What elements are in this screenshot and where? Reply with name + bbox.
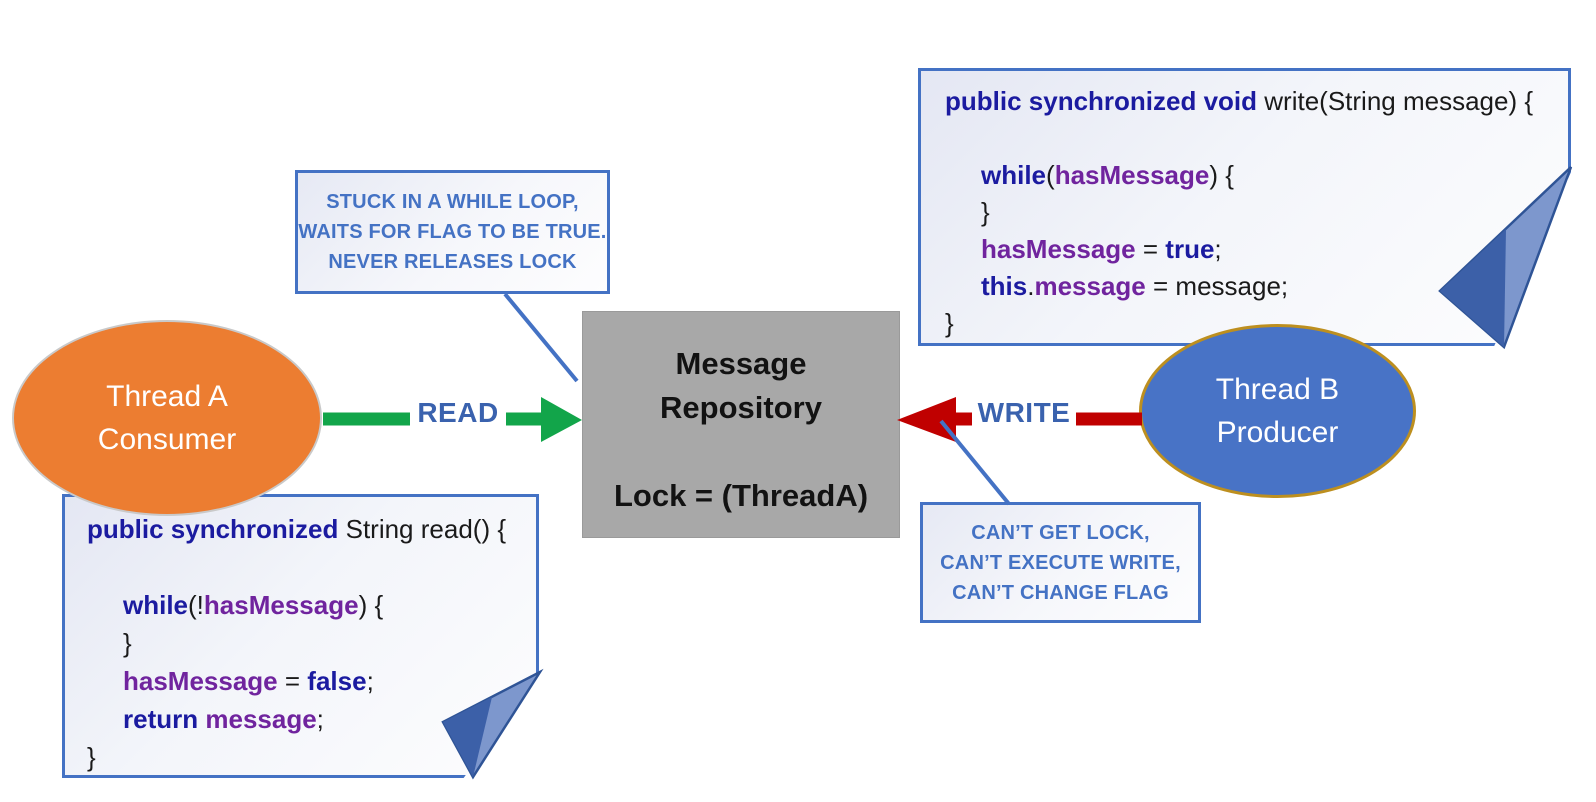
stuck-callout-leader-line [503,292,579,383]
repository-title: Message Repository [583,342,899,430]
code-token: ) { [1209,160,1234,190]
code-token: public synchronized void [945,86,1258,116]
code-token: false [307,666,367,696]
code-line: public synchronized String read() { [87,510,536,548]
thread-b-producer-node: Thread B Producer [1139,324,1416,498]
callout-line: CAN’T GET LOCK, [971,521,1150,544]
code-line: this.message = message; [945,268,1568,305]
code-line: public synchronized void write(String me… [945,83,1568,120]
thread-a-role: Consumer [97,423,237,456]
code-token: ; [316,704,324,734]
code-line: hasMessage = false; [87,662,536,700]
code-line: } [87,738,536,776]
code-token: } [123,628,132,658]
code-token: while [981,160,1047,190]
code-token: . [1027,271,1035,301]
code-line: } [945,305,1568,342]
code-line: while(!hasMessage) { [87,586,536,624]
read-arrow-label: READ [410,394,506,432]
code-token: } [87,742,96,772]
code-token: message [205,704,317,734]
code-token: = message; [1145,271,1289,301]
thread-b-role: Producer [1216,416,1339,449]
code-token: write(String message) { [1257,86,1534,116]
code-line: } [87,624,536,662]
code-token: this [981,271,1028,301]
repository-title-line1: Message [675,346,807,381]
code-token: return [123,704,199,734]
message-repository-box: Message Repository Lock = (ThreadA) [582,311,900,538]
write-arrow-label: WRITE [972,394,1076,432]
callout-line: NEVER RELEASES LOCK [328,251,577,273]
callout-line: WAITS FOR FLAG TO BE TRUE. [298,221,607,243]
cant-get-lock-callout: CAN’T GET LOCK, CAN’T EXECUTE WRITE, CAN… [920,502,1201,623]
code-token: ) { [358,590,384,620]
code-token: ; [366,666,374,696]
code-line: return message; [87,700,536,738]
code-token: (! [188,590,204,620]
code-token: ( [1046,160,1055,190]
code-token: hasMessage [981,234,1136,264]
code-token: String read() { [338,514,507,544]
thread-a-consumer-node: Thread A Consumer [12,320,322,516]
code-token: hasMessage [123,666,278,696]
code-token: } [981,197,990,227]
thread-b-name: Thread B [1215,373,1340,406]
repository-title-line2: Repository [660,390,822,425]
thread-a-name: Thread A [106,380,228,413]
code-token: while [123,590,189,620]
code-line: while(hasMessage) { [945,157,1568,194]
callout-line: STUCK IN A WHILE LOOP, [326,191,579,213]
code-token: = [277,666,308,696]
code-line: hasMessage = true; [945,231,1568,268]
cant-callout-leader-line [939,419,1011,506]
callout-line: CAN’T CHANGE FLAG [952,581,1169,604]
code-token: } [945,308,954,338]
code-line: } [945,194,1568,231]
code-token: hasMessage [1054,160,1210,190]
code-token: = [1135,234,1166,264]
read-box-page-fold-icon [441,668,544,783]
code-token: ; [1214,234,1222,264]
stuck-in-while-loop-callout: STUCK IN A WHILE LOOP, WAITS FOR FLAG TO… [295,170,610,294]
code-token: public synchronized [87,514,339,544]
code-token: true [1165,234,1215,264]
code-token: message [1034,271,1146,301]
code-token: hasMessage [203,590,359,620]
write-box-page-fold-icon [1438,163,1575,351]
callout-line: CAN’T EXECUTE WRITE, [940,551,1181,574]
repository-lock-state: Lock = (ThreadA) [613,478,869,513]
write-method-code-box: public synchronized void write(String me… [918,68,1571,346]
